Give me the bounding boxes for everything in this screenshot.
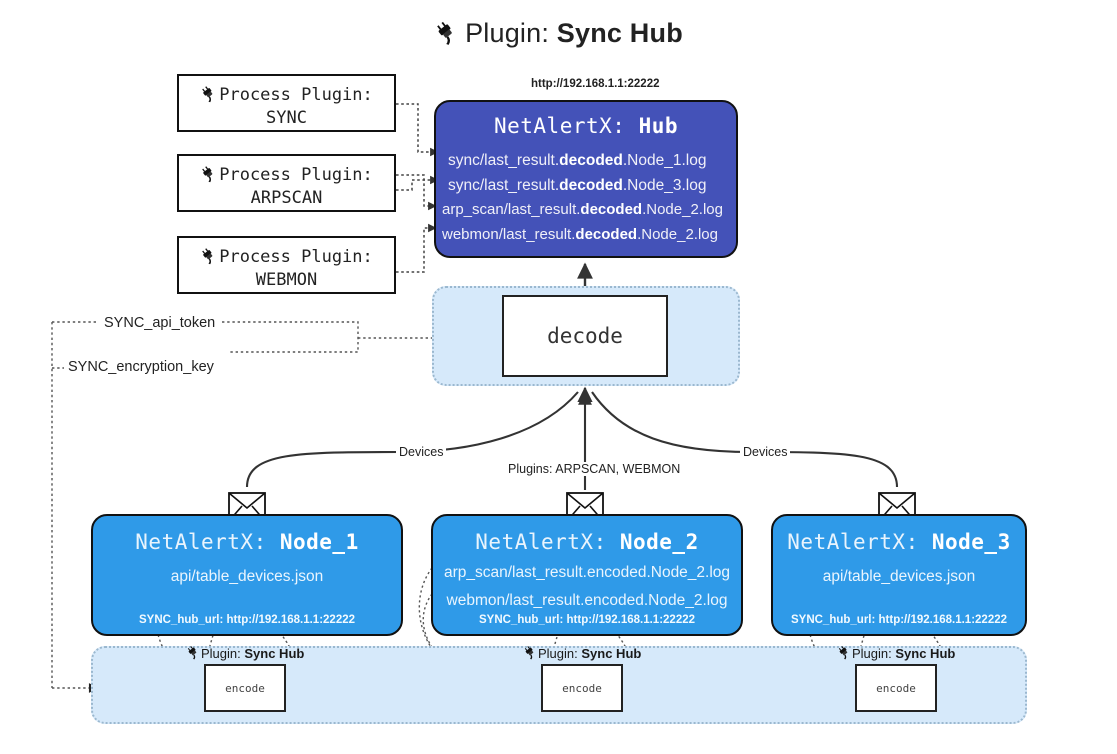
plug-icon	[200, 85, 218, 105]
node-2[interactable]: NetAlertX: Node_2 arp_scan/last_result.e…	[431, 514, 743, 636]
encode-plugin-prefix-1: Plugin:	[201, 646, 245, 661]
hub-row-4-pre: webmon/last_result.	[442, 225, 576, 243]
encode-label-2: encode	[562, 681, 602, 695]
node-3-hub-url: SYNC_hub_url: http://192.168.1.1:22222	[790, 614, 1008, 626]
node-3-title-prefix: NetAlertX:	[787, 530, 932, 554]
process-plugin-sync-title: Process Plugin:	[219, 85, 373, 105]
hub-row-3-em: decoded	[580, 201, 643, 219]
sync-encryption-key-label: SYNC_encryption_key	[64, 359, 218, 375]
hub-row-1-post: .Node_1.log	[622, 152, 707, 169]
hub-title-name: Hub	[638, 114, 678, 138]
plug-icon	[837, 646, 852, 661]
node-2-line-2: webmon/last_result.encoded.Node_2.log	[446, 592, 728, 609]
decode-label: decode	[547, 324, 623, 348]
hub-row-sync-node1: sync/last_result.decoded.Node_1.log	[436, 148, 736, 173]
hub-node[interactable]: NetAlertX: Hub sync/last_result.decoded.…	[434, 100, 738, 258]
node-3-line-1: api/table_devices.json	[822, 568, 976, 585]
encode-label-3: encode	[876, 681, 916, 695]
plug-icon	[186, 646, 201, 661]
decode-box[interactable]: decode	[502, 295, 668, 377]
sync-api-token-label: SYNC_api_token	[100, 315, 220, 331]
encode-plugin-prefix-2: Plugin:	[538, 646, 582, 661]
plugins-center-label: Plugins: ARPSCAN, WEBMON	[505, 462, 684, 476]
process-plugin-webmon-name: WEBMON	[255, 269, 318, 290]
page-title-name: Sync Hub	[556, 18, 683, 48]
hub-row-2-post: .Node_3.log	[622, 177, 707, 195]
node-2-hub-url: SYNC_hub_url: http://192.168.1.1:22222	[478, 614, 696, 626]
node-2-title: NetAlertX: Node_2	[433, 530, 741, 554]
process-plugin-arpscan[interactable]: Process Plugin: ARPSCAN	[177, 154, 396, 212]
process-plugin-sync[interactable]: Process Plugin: SYNC	[177, 74, 396, 132]
plug-icon	[523, 646, 538, 661]
process-plugin-webmon[interactable]: Process Plugin: WEBMON	[177, 236, 396, 294]
hub-row-4-em: decoded	[575, 225, 638, 243]
process-plugin-webmon-title: Process Plugin:	[219, 247, 373, 267]
hub-url-label: http://192.168.1.1:22222	[531, 78, 660, 90]
encode-box-1[interactable]: encode	[204, 664, 286, 712]
node-2-line-1: arp_scan/last_result.encoded.Node_2.log	[443, 564, 731, 581]
hub-row-arpscan-node2: arp_scan/last_result.decoded.Node_2.log	[436, 198, 736, 222]
devices-left-label: Devices	[396, 445, 447, 459]
node-1-title-name: Node_1	[279, 530, 359, 554]
process-plugin-sync-name: SYNC	[266, 107, 307, 128]
devices-right-label: Devices	[740, 445, 791, 459]
encode-plugin-label-1: Plugin: Sync Hub	[186, 645, 304, 661]
node-3[interactable]: NetAlertX: Node_3 api/table_devices.json…	[771, 514, 1027, 636]
hub-row-1-pre: sync/last_result.	[448, 152, 560, 169]
encode-box-3[interactable]: encode	[855, 664, 937, 712]
process-plugin-sync-line1: Process Plugin:	[179, 84, 394, 107]
node-1-line-1: api/table_devices.json	[170, 568, 324, 585]
hub-row-webmon-node2: webmon/last_result.decoded.Node_2.log	[436, 223, 736, 247]
hub-row-2-em: decoded	[559, 177, 623, 195]
plug-icon	[200, 165, 218, 185]
node-2-title-prefix: NetAlertX:	[475, 530, 620, 554]
node-1-hub-url: SYNC_hub_url: http://192.168.1.1:22222	[138, 614, 356, 626]
process-plugin-webmon-line1: Process Plugin:	[179, 246, 394, 269]
encode-plugin-prefix-3: Plugin:	[852, 646, 896, 661]
hub-rows: sync/last_result.decoded.Node_1.log sync…	[436, 148, 736, 247]
hub-row-1-em: decoded	[559, 152, 623, 169]
node-3-title-name: Node_3	[931, 530, 1011, 554]
process-plugin-arpscan-name: ARPSCAN	[250, 187, 323, 208]
page-title: Plugin: Sync Hub	[0, 18, 1117, 49]
page-title-prefix: Plugin:	[465, 18, 557, 48]
encode-plugin-label-2: Plugin: Sync Hub	[523, 645, 641, 661]
encode-plugin-name-3: Sync Hub	[895, 646, 956, 661]
hub-row-3-post: .Node_2.log	[642, 201, 723, 219]
plug-icon	[434, 20, 460, 49]
node-3-title: NetAlertX: Node_3	[773, 530, 1025, 554]
plug-icon	[200, 247, 218, 267]
encode-box-2[interactable]: encode	[541, 664, 623, 712]
hub-title: NetAlertX: Hub	[436, 114, 736, 138]
node-1-title: NetAlertX: Node_1	[93, 530, 401, 554]
encode-plugin-label-3: Plugin: Sync Hub	[837, 645, 955, 661]
node-1[interactable]: NetAlertX: Node_1 api/table_devices.json…	[91, 514, 403, 636]
node-2-title-name: Node_2	[619, 530, 699, 554]
hub-row-sync-node3: sync/last_result.decoded.Node_3.log	[436, 173, 736, 198]
process-plugin-arpscan-line1: Process Plugin:	[179, 164, 394, 187]
encode-plugin-name-1: Sync Hub	[244, 646, 305, 661]
hub-title-prefix: NetAlertX:	[493, 114, 639, 138]
process-plugin-arpscan-title: Process Plugin:	[219, 165, 373, 185]
node-1-title-prefix: NetAlertX:	[135, 530, 280, 554]
hub-row-4-post: .Node_2.log	[637, 225, 718, 243]
encode-plugin-name-2: Sync Hub	[581, 646, 642, 661]
hub-row-2-pre: sync/last_result.	[448, 177, 560, 195]
encode-label-1: encode	[225, 681, 265, 695]
hub-row-3-pre: arp_scan/last_result.	[442, 201, 581, 219]
